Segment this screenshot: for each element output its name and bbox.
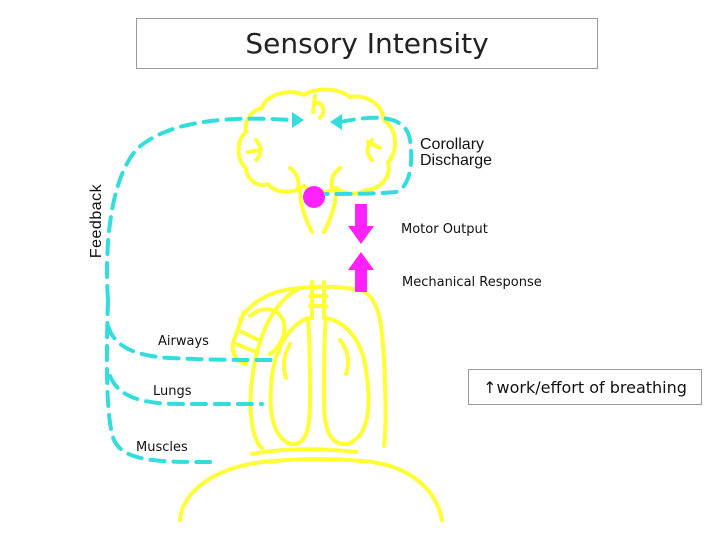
feedback-arrowhead-right — [292, 112, 304, 128]
corollary-discharge-label: Corollary Discharge — [420, 137, 492, 169]
mechanical-response-label: Mechanical Response — [402, 275, 542, 290]
corollary-arrowhead-left — [330, 114, 342, 130]
motor-output-label: Motor Output — [401, 222, 488, 237]
muscles-label: Muscles — [136, 440, 188, 455]
brain-outline — [236, 87, 397, 234]
motor-output-arrow — [348, 204, 374, 244]
thorax-outline — [178, 280, 444, 522]
feedback-label: Feedback — [88, 183, 106, 259]
lungs-label: Lungs — [153, 384, 192, 399]
airways-label: Airways — [158, 334, 209, 349]
work-of-breathing-label: ↑work/effort of breathing — [483, 377, 687, 397]
work-of-breathing-box: ↑work/effort of breathing — [468, 369, 702, 405]
feedback-pathways — [104, 115, 414, 464]
corollary-label-line1: Corollary — [420, 136, 485, 153]
diagram-title-box: Sensory Intensity — [136, 18, 598, 69]
mechanical-response-arrow — [348, 252, 374, 292]
diagram-title: Sensory Intensity — [245, 27, 489, 60]
corollary-label-line2: Discharge — [420, 152, 493, 169]
brainstem-dot — [303, 186, 325, 208]
